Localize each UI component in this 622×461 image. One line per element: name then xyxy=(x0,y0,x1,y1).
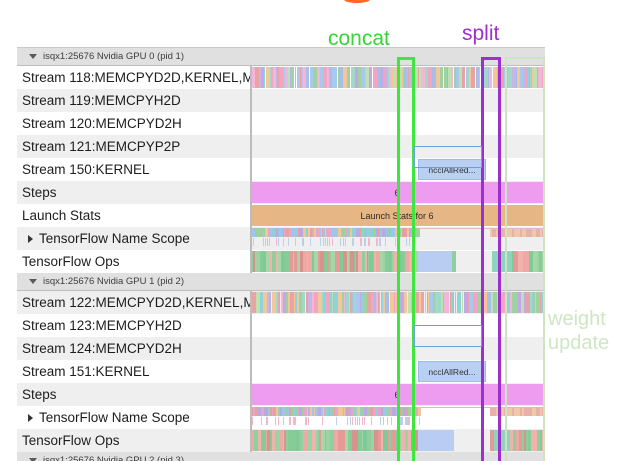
track-divider xyxy=(250,314,252,337)
track-events[interactable]: ncclAllRed... xyxy=(252,158,545,181)
track-divider xyxy=(250,158,252,181)
track-divider xyxy=(250,337,252,360)
track-events[interactable] xyxy=(252,291,545,314)
process-group-title: isqx1:25676 Nvidia GPU 1 (pid 2) xyxy=(43,276,184,287)
track-events[interactable]: ncclAllRed... xyxy=(252,360,545,383)
track-divider xyxy=(250,383,252,406)
track-label[interactable]: Stream 151:KERNEL xyxy=(17,364,250,379)
nccl-event-label: ncclAllRed... xyxy=(428,164,476,175)
process-group-title: isqx1:25676 Nvidia GPU 0 (pid 1) xyxy=(43,51,184,62)
track-divider xyxy=(250,250,252,273)
track-label[interactable]: Steps xyxy=(17,387,250,402)
track-divider xyxy=(250,181,252,204)
track-row[interactable]: Stream 118:MEMCPYD2D,KERNEL,ME xyxy=(17,66,545,89)
track-row[interactable]: Stream 150:KERNEL ncclAllRed... xyxy=(17,158,545,181)
track-events[interactable] xyxy=(252,250,545,273)
chevron-right-icon[interactable] xyxy=(28,413,33,422)
annotation-label-concat: concat xyxy=(328,27,390,50)
track-label[interactable]: Stream 150:KERNEL xyxy=(17,162,250,177)
track-row[interactable]: Launch Stats Launch Stats for 6 xyxy=(17,204,545,227)
track-row[interactable]: TensorFlow Name Scope xyxy=(17,406,545,429)
chevron-down-icon[interactable] xyxy=(29,458,37,461)
nccl-allreduce-event[interactable]: ncclAllRed... xyxy=(418,159,486,180)
track-events[interactable] xyxy=(252,135,545,158)
track-events[interactable] xyxy=(252,406,545,429)
track-events[interactable] xyxy=(252,89,545,112)
track-label[interactable]: TensorFlow Ops xyxy=(17,433,250,448)
track-events[interactable] xyxy=(252,337,545,360)
track-events[interactable] xyxy=(252,66,545,89)
track-label[interactable]: TensorFlow Ops xyxy=(17,254,250,269)
annotation-label-split: split xyxy=(462,22,500,45)
track-divider xyxy=(250,291,252,314)
track-events[interactable] xyxy=(252,112,545,135)
track-label[interactable]: Stream 122:MEMCPYD2D,KERNEL,MI xyxy=(17,295,250,310)
track-label[interactable]: Stream 118:MEMCPYD2D,KERNEL,ME xyxy=(17,70,250,85)
track-label[interactable]: TensorFlow Name Scope xyxy=(17,410,250,425)
steps-event-label: 6 xyxy=(394,187,400,198)
track-events[interactable] xyxy=(252,314,545,337)
process-group-header[interactable]: isqx1:25676 Nvidia GPU 0 (pid 1) xyxy=(17,48,545,66)
track-divider xyxy=(250,360,252,383)
track-divider xyxy=(250,112,252,135)
nccl-event-label: ncclAllRed... xyxy=(428,366,476,377)
track-label[interactable]: Stream 123:MEMCPYH2D xyxy=(17,318,250,333)
track-label[interactable]: Steps xyxy=(17,185,250,200)
orange-marker-sliver xyxy=(344,0,370,3)
track-label[interactable]: Launch Stats xyxy=(17,208,250,223)
track-row[interactable]: TensorFlow Ops xyxy=(17,429,545,452)
track-divider xyxy=(250,66,252,89)
trace-viewer-panel[interactable]: isqx1:25676 Nvidia GPU 0 (pid 1) Stream 1… xyxy=(17,47,545,461)
track-events[interactable]: 6 xyxy=(252,181,545,204)
track-row[interactable]: Stream 123:MEMCPYH2D xyxy=(17,314,545,337)
track-events[interactable] xyxy=(252,429,545,452)
track-events[interactable] xyxy=(252,227,545,250)
track-row[interactable]: Steps 6 xyxy=(17,383,545,406)
track-row[interactable]: Stream 119:MEMCPYH2D xyxy=(17,89,545,112)
track-row[interactable]: Stream 121:MEMCPYP2P xyxy=(17,135,545,158)
track-divider xyxy=(250,406,252,429)
track-divider xyxy=(250,204,252,227)
track-divider xyxy=(250,227,252,250)
steps-event-label: 6 xyxy=(394,389,400,400)
track-divider xyxy=(250,135,252,158)
track-label[interactable]: TensorFlow Name Scope xyxy=(17,231,250,246)
process-group-header[interactable]: isqx1:25676 Nvidia GPU 1 (pid 2) xyxy=(17,273,545,291)
track-row[interactable]: Steps 6 xyxy=(17,181,545,204)
track-row[interactable]: Stream 120:MEMCPYD2H xyxy=(17,112,545,135)
track-row[interactable]: Stream 151:KERNEL ncclAllRed... xyxy=(17,360,545,383)
track-row[interactable]: TensorFlow Ops xyxy=(17,250,545,273)
process-group-header[interactable]: isqx1:25676 Nvidia GPU 2 (pid 3) xyxy=(17,452,545,461)
track-events[interactable]: Launch Stats for 6 xyxy=(252,204,545,227)
track-label[interactable]: Stream 119:MEMCPYH2D xyxy=(17,93,250,108)
track-label[interactable]: Stream 121:MEMCPYP2P xyxy=(17,139,250,154)
track-row[interactable]: Stream 122:MEMCPYD2D,KERNEL,MI xyxy=(17,291,545,314)
track-row[interactable]: Stream 124:MEMCPYD2H xyxy=(17,337,545,360)
track-label[interactable]: Stream 120:MEMCPYD2H xyxy=(17,116,250,131)
track-row[interactable]: TensorFlow Name Scope xyxy=(17,227,545,250)
launch-stats-event-label: Launch Stats for 6 xyxy=(360,210,434,221)
track-events[interactable]: 6 xyxy=(252,383,545,406)
chevron-down-icon[interactable] xyxy=(29,279,37,284)
nccl-allreduce-event[interactable]: ncclAllRed... xyxy=(418,361,486,382)
process-group-title: isqx1:25676 Nvidia GPU 2 (pid 3) xyxy=(43,455,184,461)
chevron-right-icon[interactable] xyxy=(28,234,33,243)
track-label[interactable]: Stream 124:MEMCPYD2H xyxy=(17,341,250,356)
track-divider xyxy=(250,89,252,112)
track-divider xyxy=(250,429,252,452)
chevron-down-icon[interactable] xyxy=(29,54,37,59)
